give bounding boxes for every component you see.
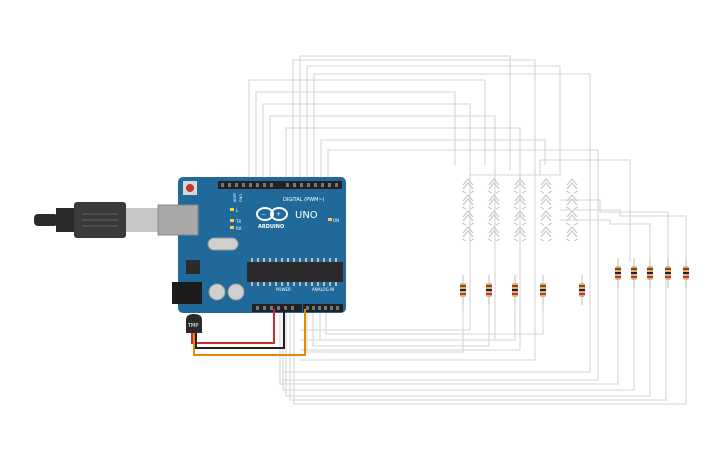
led[interactable] bbox=[539, 194, 553, 210]
capacitor bbox=[208, 283, 226, 301]
led[interactable] bbox=[461, 194, 475, 210]
capacitor bbox=[227, 283, 245, 301]
power-label: POWER bbox=[276, 287, 291, 292]
rx-label: RX bbox=[236, 226, 242, 231]
gnd-label: GND bbox=[239, 194, 243, 202]
led[interactable] bbox=[565, 226, 579, 242]
svg-text:+: + bbox=[276, 211, 281, 218]
led[interactable] bbox=[461, 226, 475, 242]
led[interactable] bbox=[539, 210, 553, 226]
led[interactable] bbox=[539, 226, 553, 242]
usb-cable bbox=[34, 202, 160, 238]
led[interactable] bbox=[513, 226, 527, 242]
arduino-uno-board[interactable]: DIGITAL (PWM~) AREF GND − + ARDUINO UNO … bbox=[157, 177, 346, 313]
resistor[interactable] bbox=[579, 275, 585, 305]
resistor[interactable] bbox=[631, 258, 637, 288]
resistor[interactable] bbox=[665, 258, 671, 288]
digital-label: DIGITAL (PWM~) bbox=[283, 197, 325, 203]
svg-text:−: − bbox=[261, 211, 266, 218]
tmp-sensor[interactable]: TMP bbox=[186, 314, 202, 333]
analog-label: ANALOG IN bbox=[312, 287, 334, 292]
led[interactable] bbox=[513, 194, 527, 210]
resistor[interactable] bbox=[486, 275, 492, 305]
aref-label: AREF bbox=[233, 193, 237, 202]
led[interactable] bbox=[565, 210, 579, 226]
led[interactable] bbox=[565, 194, 579, 210]
resistor[interactable] bbox=[683, 258, 689, 288]
led[interactable] bbox=[539, 178, 553, 194]
resistor[interactable] bbox=[512, 275, 518, 305]
sensor-wiring bbox=[191, 309, 306, 356]
l-label: L bbox=[236, 208, 239, 213]
power-jack bbox=[172, 282, 202, 304]
resistor[interactable] bbox=[460, 275, 466, 305]
usb-jack bbox=[157, 204, 199, 236]
tmp-label: TMP bbox=[187, 323, 198, 329]
led[interactable] bbox=[461, 210, 475, 226]
brand-label: ARDUINO bbox=[258, 224, 284, 230]
digital-header bbox=[218, 181, 342, 189]
led[interactable] bbox=[487, 210, 501, 226]
arduino-logo: − + bbox=[256, 207, 288, 221]
analog-header bbox=[303, 304, 343, 312]
microcontroller-chip bbox=[247, 262, 343, 282]
voltage-regulator bbox=[186, 260, 200, 274]
led[interactable] bbox=[487, 194, 501, 210]
led[interactable] bbox=[565, 178, 579, 194]
resistor[interactable] bbox=[615, 258, 621, 288]
resistor-row-right bbox=[615, 258, 689, 288]
resistor[interactable] bbox=[647, 258, 653, 288]
resistor[interactable] bbox=[540, 275, 546, 305]
led[interactable] bbox=[461, 178, 475, 194]
led[interactable] bbox=[513, 178, 527, 194]
tx-label: TX bbox=[235, 219, 241, 224]
led[interactable] bbox=[487, 178, 501, 194]
resistor-row-bottom bbox=[460, 275, 585, 305]
model-label: UNO bbox=[295, 210, 318, 221]
led[interactable] bbox=[487, 226, 501, 242]
led[interactable] bbox=[513, 210, 527, 226]
digital-wire-bundle bbox=[248, 55, 687, 405]
on-label: ON bbox=[333, 218, 339, 223]
crystal bbox=[207, 237, 239, 251]
led-matrix bbox=[461, 178, 579, 242]
